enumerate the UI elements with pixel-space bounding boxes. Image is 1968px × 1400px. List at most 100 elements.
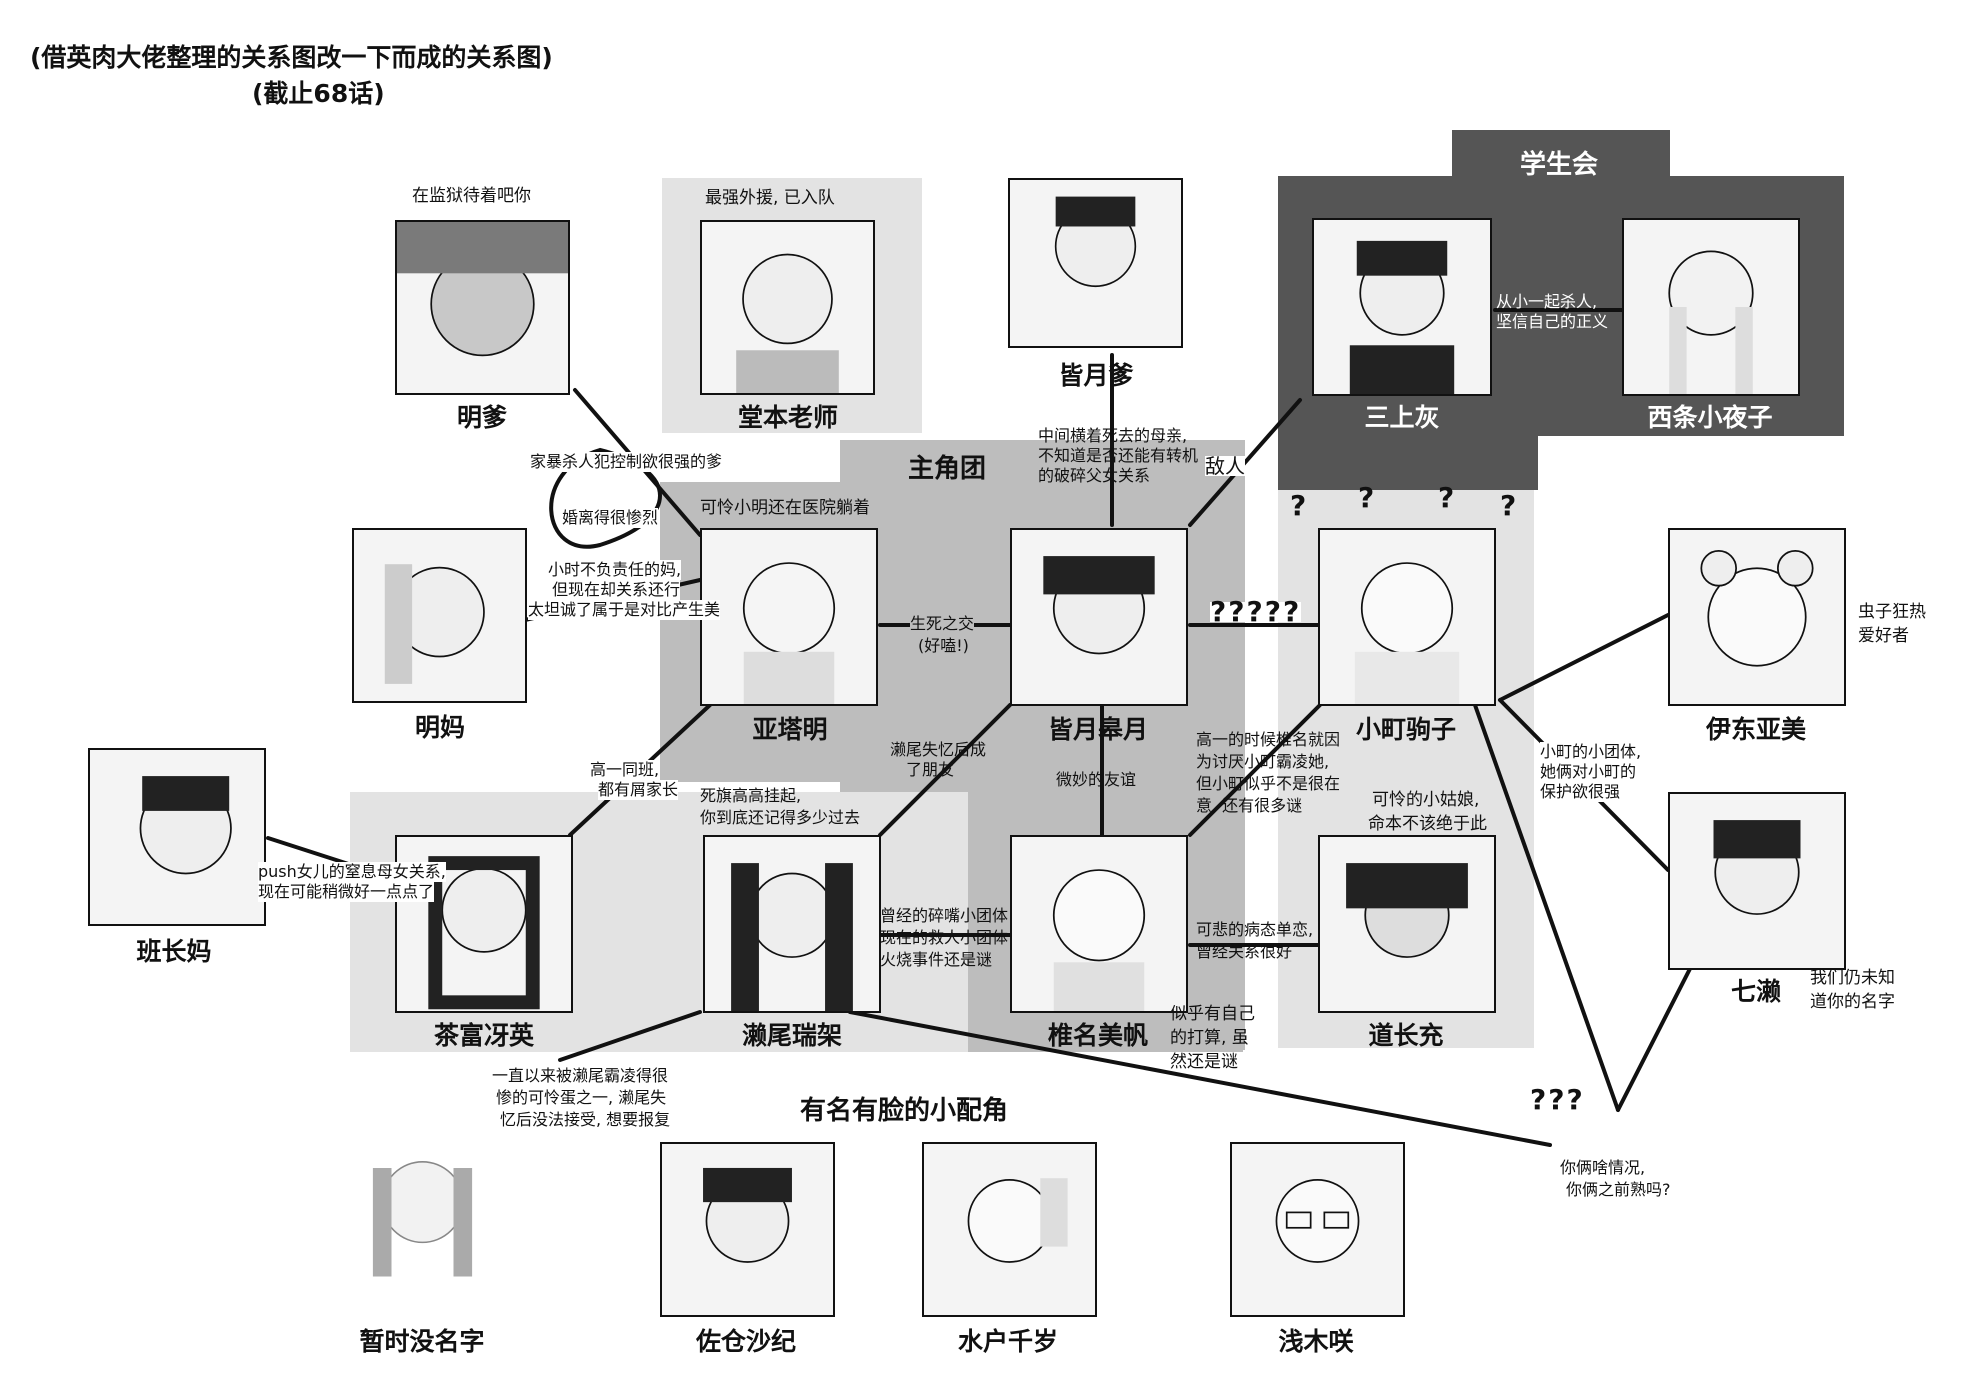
note-push-2: 现在可能稍微好一点点了 xyxy=(258,882,435,902)
note-ming-mom-2: 但现在却关系还行 xyxy=(552,580,681,600)
note-killer-2: 坚信自己的正义 xyxy=(1496,312,1609,331)
note-divorce: 婚离得很惨烈 xyxy=(562,508,659,528)
portrait-shiina xyxy=(1010,835,1188,1013)
note-flag-1: 死旗高高挂起, xyxy=(700,786,802,805)
note-acquaint-1: 你俩啥情况, xyxy=(1560,1158,1646,1178)
page-title: (借英肉大佬整理的关系图改一下而成的关系图) xyxy=(30,43,553,72)
note-bully-1: 高一的时候椎名就因 xyxy=(1196,730,1341,749)
portrait-ming-mom xyxy=(352,528,527,703)
note-dead-mom-3: 的破碎父女关系 xyxy=(1038,466,1151,485)
note-dead-mom-1: 中间横着死去的母亲, xyxy=(1038,426,1188,445)
name-komachi: 小町驹子 xyxy=(1355,715,1456,744)
note-nanase-2: 道你的名字 xyxy=(1810,992,1895,1012)
note-komachi-group-3: 保护欲很强 xyxy=(1540,782,1621,802)
name-minazuki-dad: 皆月爹 xyxy=(1058,361,1134,390)
note-enemy: 敌人 xyxy=(1205,454,1245,478)
note-bully-4: 意, 还有很多谜 xyxy=(1196,796,1303,815)
note-komachi-group-2: 她俩对小町的 xyxy=(1540,762,1637,782)
note-triple-question: ??? xyxy=(1530,1083,1585,1116)
note-killer-1: 从小一起杀人, xyxy=(1496,292,1598,311)
line-minazuki-seo xyxy=(878,703,1012,837)
divorce-loop xyxy=(549,447,662,549)
note-question-4: ? xyxy=(1500,489,1519,522)
note-ito-1: 虫子狂热 xyxy=(1858,602,1926,622)
note-question-3: ? xyxy=(1438,481,1457,514)
line-seo-acquaint xyxy=(848,1010,1552,1147)
name-nanase: 七濑 xyxy=(1730,977,1781,1006)
student-council-label: 学生会 xyxy=(1520,150,1599,180)
main-group-label: 主角团 xyxy=(908,454,987,484)
note-ming-mom-3: 太坦诚了属于是对比产生美 xyxy=(528,600,721,620)
note-classmate-2: 都有屑家长 xyxy=(598,780,679,800)
portrait-mito xyxy=(922,1142,1097,1317)
note-life-death-2: (好嗑!) xyxy=(918,636,969,656)
note-amnesia-1: 濑尾失忆后成 xyxy=(890,740,987,759)
portrait-seo xyxy=(703,835,881,1013)
note-dead-mom-2: 不知道是否还能有转机 xyxy=(1038,446,1199,465)
note-poor-girl-1: 可怜的小姑娘, xyxy=(1372,790,1480,810)
portrait-ming-dad xyxy=(395,220,570,395)
page-subtitle: (截止68话) xyxy=(252,79,385,108)
portrait-saijo xyxy=(1622,218,1800,396)
note-question-marks: ????? xyxy=(1210,595,1302,628)
name-seo: 濑尾瑞架 xyxy=(741,1021,842,1050)
note-subtle: 微妙的友谊 xyxy=(1056,770,1137,789)
name-atameii: 亚塔明 xyxy=(752,715,828,744)
minor-group-label: 有名有脸的小配角 xyxy=(800,1096,1009,1126)
note-plan-2: 的打算, 虽 xyxy=(1170,1028,1249,1048)
note-ming-mom-1: 小时不负责任的妈, xyxy=(548,560,682,580)
note-komachi-group-1: 小町的小团体, xyxy=(1540,742,1642,762)
name-unnamed: 暂时没名字 xyxy=(359,1327,485,1356)
note-revenge-3: 忆后没法接受, 想要报复 xyxy=(500,1110,671,1129)
note-yandere-2: 曾经关系很好 xyxy=(1196,942,1293,961)
name-sakura: 佐仓沙纪 xyxy=(695,1327,796,1356)
note-question-2: ? xyxy=(1358,481,1377,514)
name-mito: 水户千岁 xyxy=(957,1327,1058,1356)
portrait-mikami xyxy=(1312,218,1492,396)
note-plan-1: 似乎有自己 xyxy=(1170,1004,1255,1024)
portrait-atameii xyxy=(700,528,878,706)
note-plan-3: 然还是谜 xyxy=(1170,1052,1238,1072)
line-mikami-minazuki xyxy=(1188,398,1302,527)
portrait-class-rep-mom xyxy=(88,748,266,926)
portrait-nanase xyxy=(1668,792,1846,970)
portrait-unnamed xyxy=(345,1122,500,1307)
note-flag-2: 你到底还记得多少过去 xyxy=(700,808,861,827)
name-ming-mom: 明妈 xyxy=(414,713,465,742)
name-class-rep-mom: 班长妈 xyxy=(136,937,212,966)
note-ming-dad-caption: 在监狱待着吧你 xyxy=(412,186,531,206)
portrait-minazuki-dad xyxy=(1008,178,1183,348)
line-komachi-shiina xyxy=(1188,703,1322,837)
note-clique-2: 现在的救人小团体 xyxy=(880,928,1009,947)
note-classmate-1: 高一同班, xyxy=(590,760,660,780)
portrait-komachi xyxy=(1318,528,1496,706)
note-clique-3: 火烧事件还是谜 xyxy=(880,950,993,969)
name-saijo: 西条小夜子 xyxy=(1647,403,1773,432)
note-question-1: ? xyxy=(1290,489,1309,522)
note-revenge-1: 一直以来被濑尾霸凌得很 xyxy=(492,1066,669,1085)
note-domoto-caption: 最强外援, 已入队 xyxy=(705,188,835,208)
note-yandere-1: 可悲的病态单恋, xyxy=(1196,920,1314,939)
note-bully-2: 为讨厌小町霸凌她, xyxy=(1196,752,1330,771)
name-ming-dad: 明爹 xyxy=(456,403,507,432)
student-council-panel-ext xyxy=(1278,430,1538,490)
name-minazuki: 皆月皋月 xyxy=(1047,715,1148,744)
note-abuser: 家暴杀人犯控制欲很强的爹 xyxy=(530,452,723,472)
note-acquaint-2: 你俩之前熟吗? xyxy=(1566,1180,1671,1200)
portrait-dochomitsu xyxy=(1318,835,1496,1013)
name-shiina: 椎名美帆 xyxy=(1047,1021,1148,1050)
note-bully-3: 但小町似乎不是很在 xyxy=(1196,774,1341,793)
note-ito-2: 爱好者 xyxy=(1858,626,1909,646)
note-clique-1: 曾经的碎嘴小团体 xyxy=(880,906,1009,925)
portrait-minazuki xyxy=(1010,528,1188,706)
note-nanase-1: 我们仍未知 xyxy=(1810,968,1895,988)
name-dochomitsu: 道长充 xyxy=(1368,1021,1444,1050)
name-ito: 伊东亚美 xyxy=(1705,715,1806,744)
note-revenge-2: 惨的可怜蛋之一, 濑尾失 xyxy=(496,1088,667,1107)
portrait-asagi xyxy=(1230,1142,1405,1317)
note-hospital: 可怜小明还在医院躺着 xyxy=(700,498,870,518)
note-poor-girl-2: 命本不该绝于此 xyxy=(1368,814,1487,834)
name-asagi: 浅木咲 xyxy=(1278,1327,1354,1356)
portrait-sakura xyxy=(660,1142,835,1317)
